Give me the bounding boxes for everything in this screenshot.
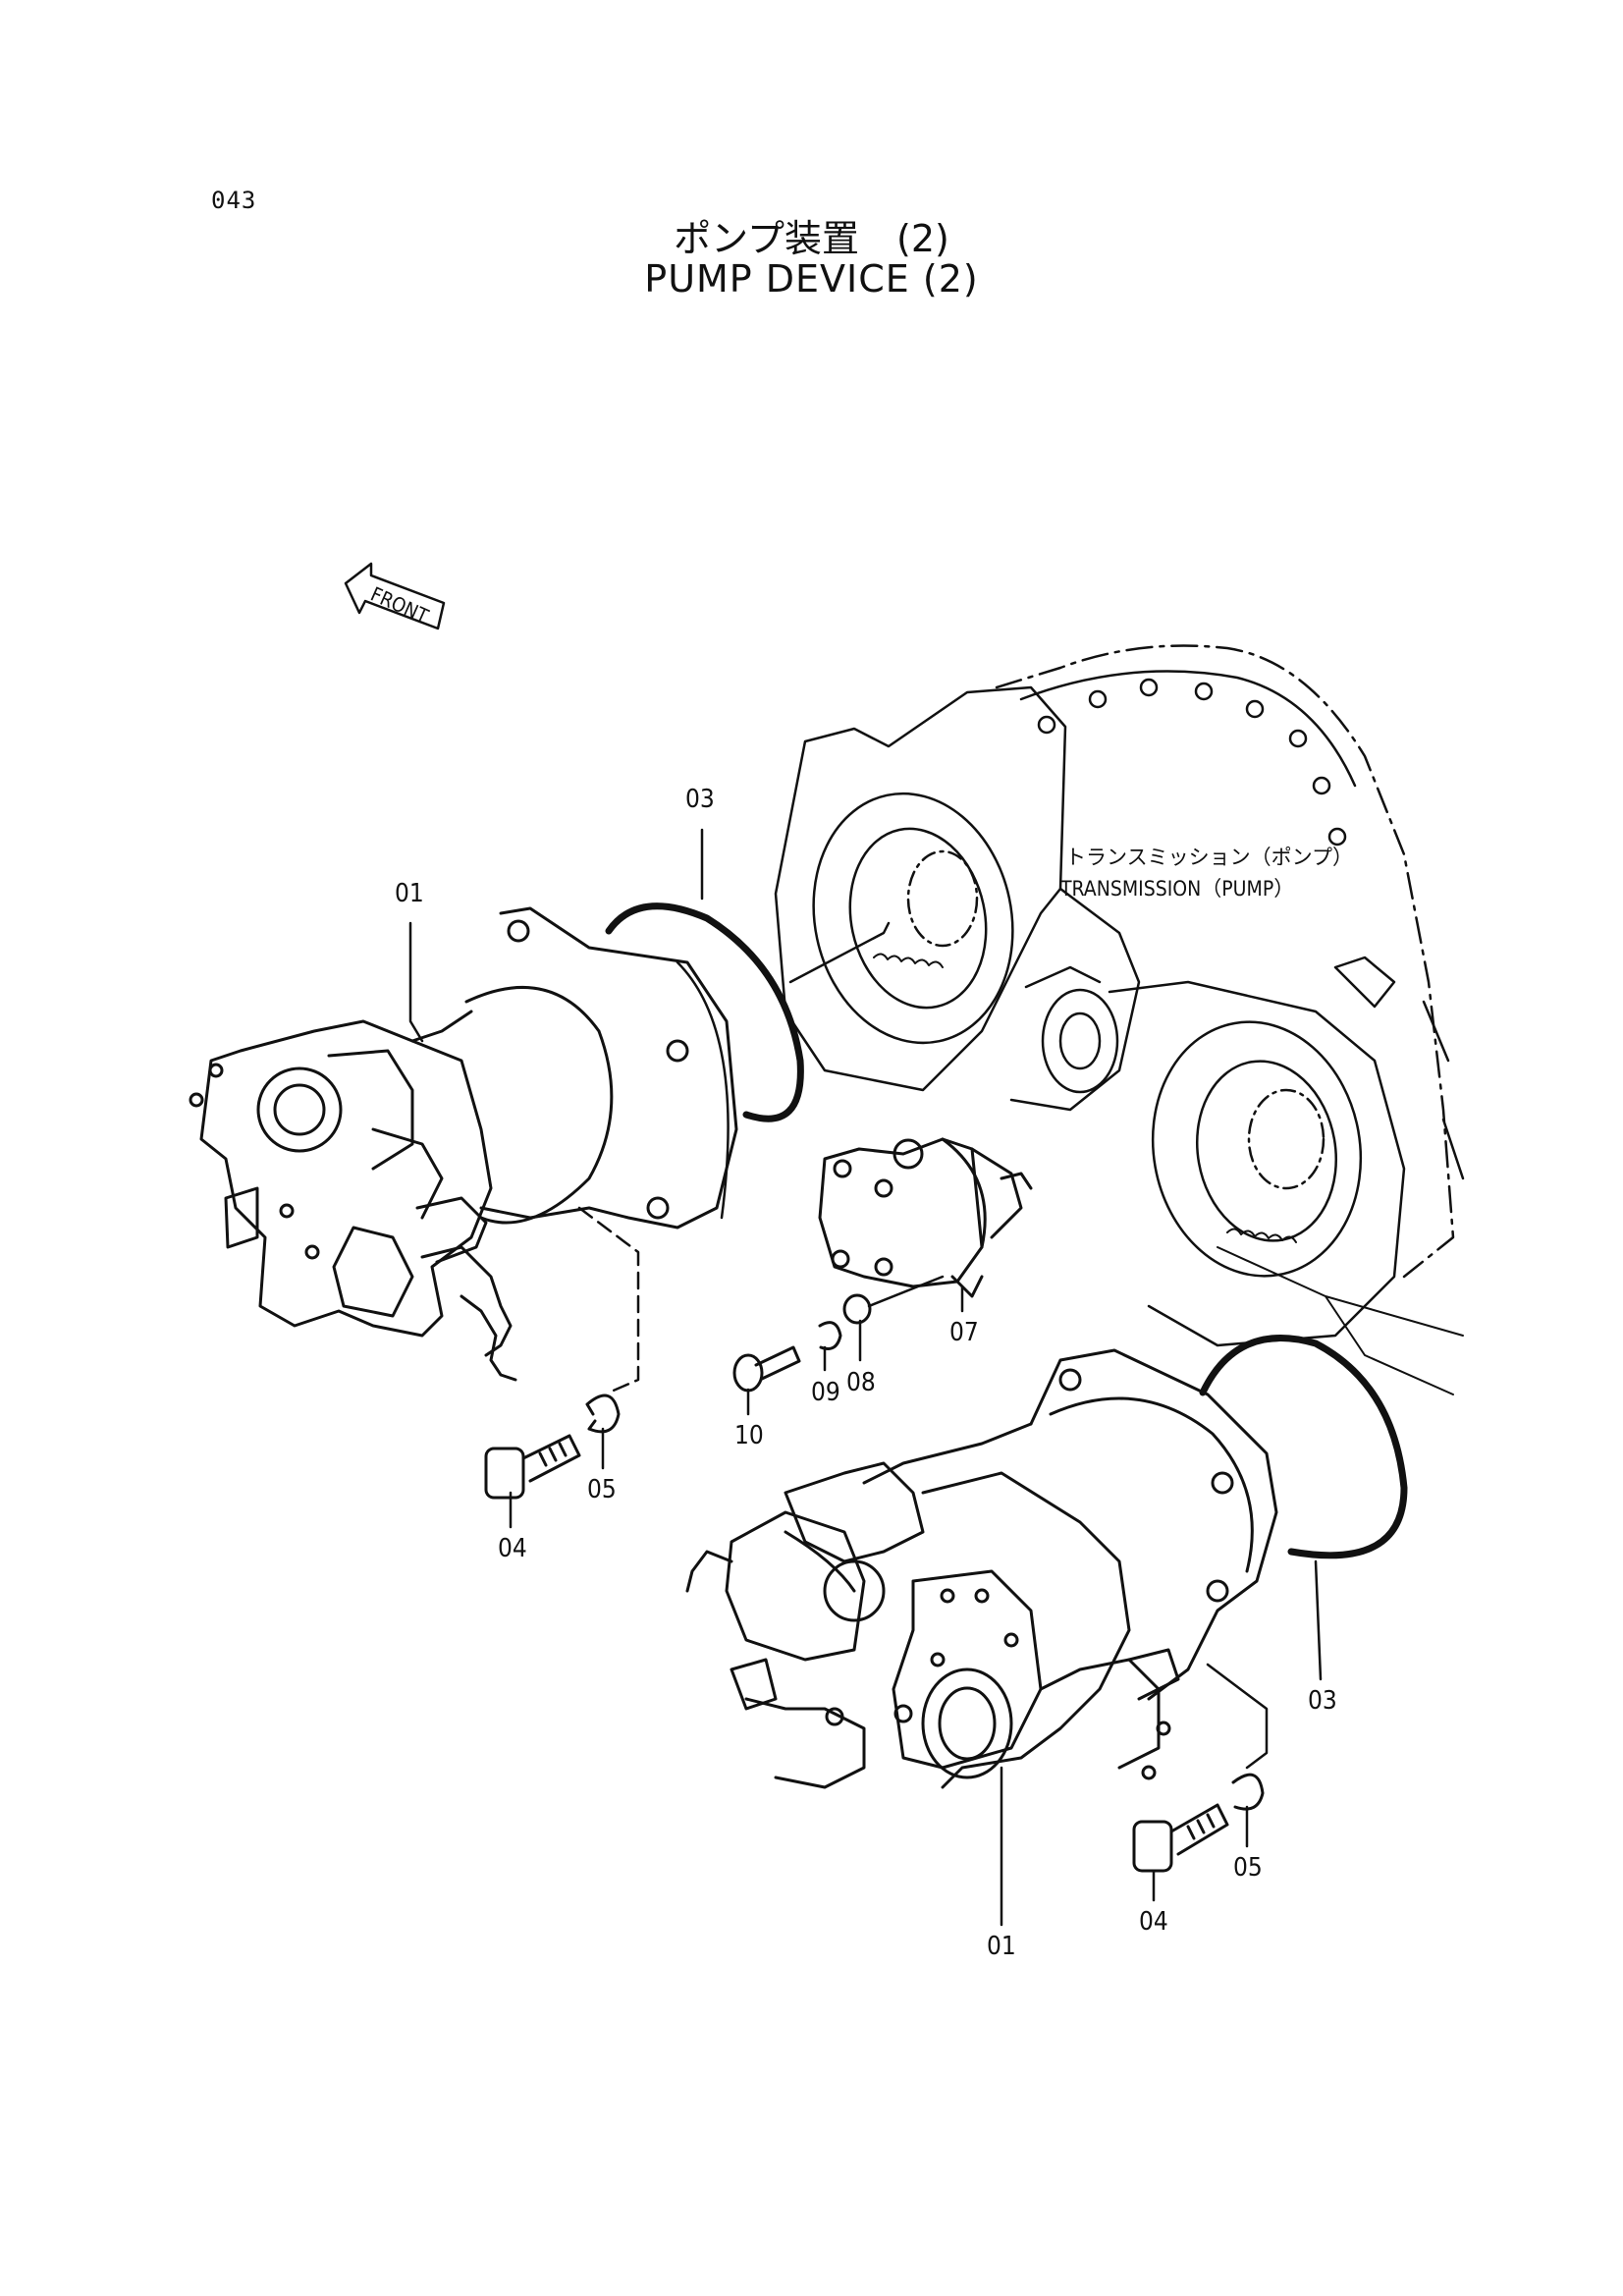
leader-lines: [408, 828, 1464, 1927]
callout-05-lower: 05: [1233, 1853, 1263, 1883]
callout-07: 07: [949, 1318, 979, 1347]
snap-ring-09: [818, 1321, 842, 1350]
snap-ring-05-upper: [585, 1394, 621, 1434]
callout-01-upper: 01: [395, 879, 424, 908]
hydraulic-pump-upper: [189, 906, 738, 1382]
o-ring-upper: [605, 902, 804, 1122]
assembly-label-english: TRANSMISSION（PUMP）: [1059, 877, 1294, 901]
bolt-04-upper: [484, 1434, 581, 1500]
callout-04-lower: 04: [1139, 1907, 1168, 1937]
callout-01-lower: 01: [987, 1932, 1016, 1961]
callout-03-lower: 03: [1308, 1686, 1337, 1716]
front-arrow-label: FRONT: [367, 582, 433, 629]
front-arrow-icon: FRONT: [344, 562, 446, 630]
o-ring-lower: [1199, 1335, 1408, 1559]
hydraulic-pump-lower: [685, 1348, 1278, 1789]
assembly-label-japanese: トランスミッション（ポンプ）: [1065, 846, 1353, 869]
callout-09: 09: [811, 1378, 840, 1407]
gear-pump: [818, 1137, 1033, 1298]
callout-04-upper: 04: [498, 1534, 527, 1563]
callout-03-upper: 03: [685, 785, 715, 814]
callout-10: 10: [734, 1421, 764, 1450]
washer-08: [842, 1293, 872, 1325]
page-number: 043: [211, 187, 257, 214]
callout-08: 08: [846, 1368, 876, 1397]
bolt-10: [732, 1345, 801, 1393]
page-title-english: PUMP DEVICE (2): [644, 257, 979, 301]
callout-05-upper: 05: [587, 1475, 617, 1504]
snap-ring-05-lower: [1231, 1773, 1265, 1811]
bolt-04-lower: [1132, 1803, 1229, 1873]
page-title-japanese: ポンプ装置 (2): [674, 217, 949, 260]
transmission-housing: [774, 644, 1465, 1347]
